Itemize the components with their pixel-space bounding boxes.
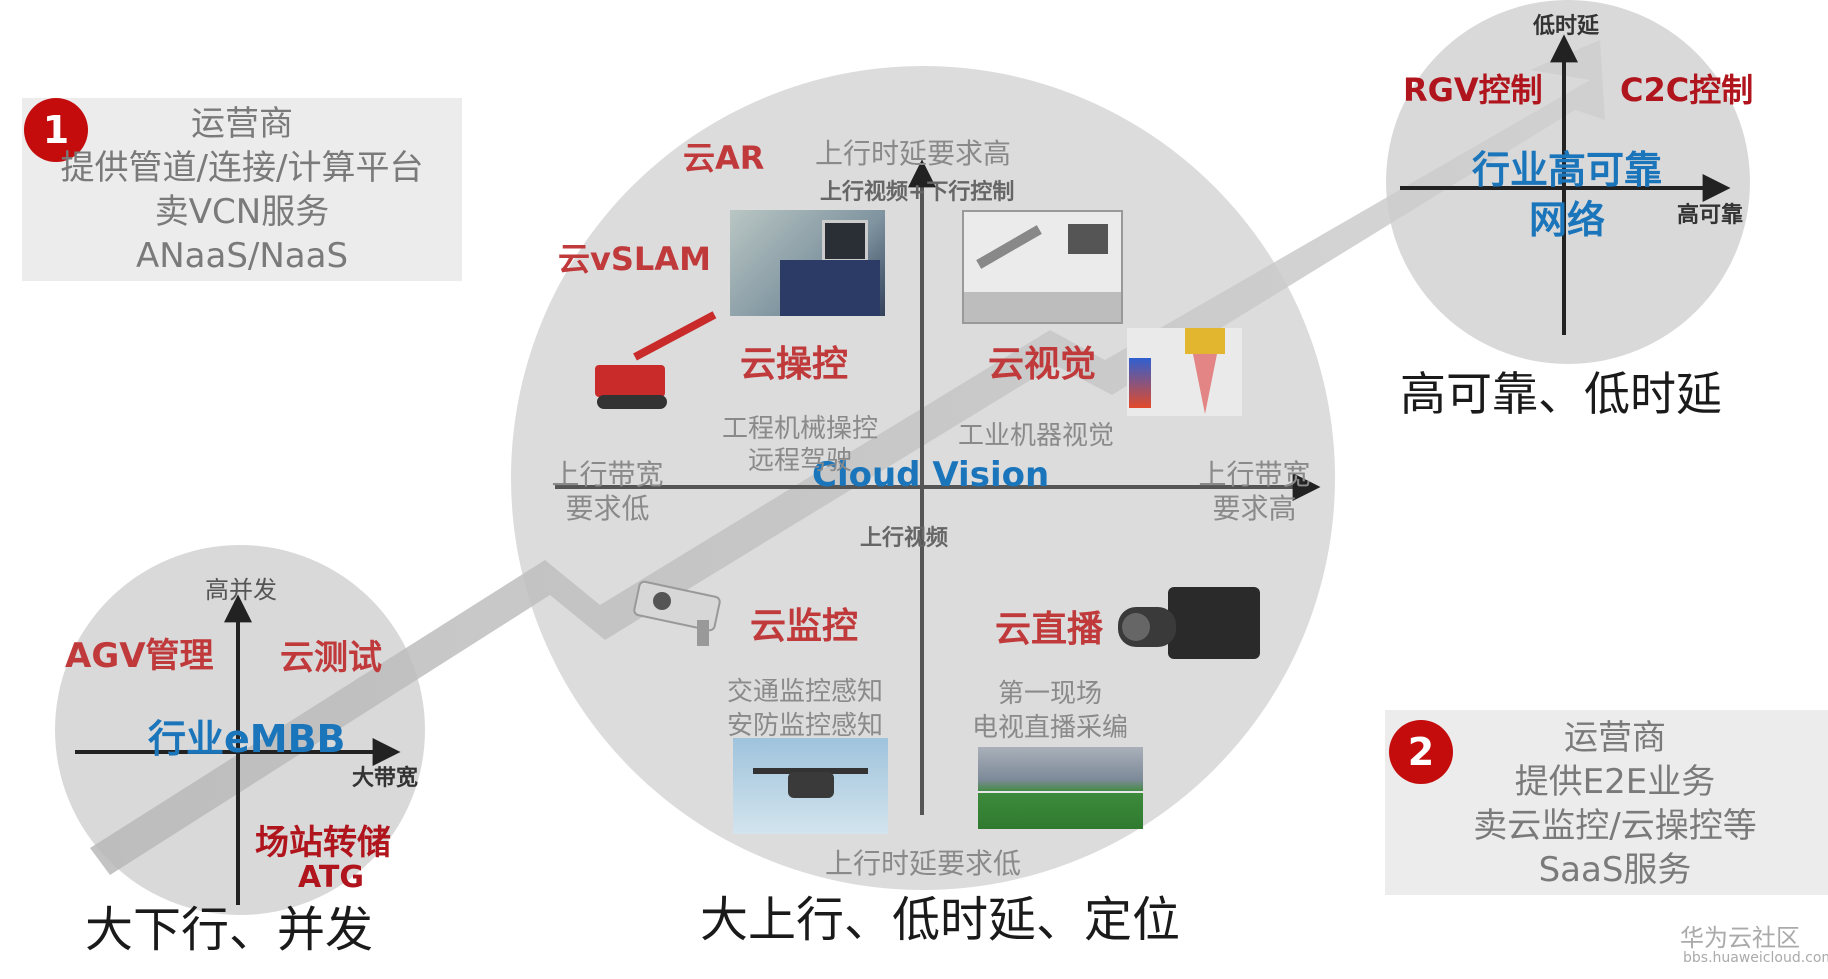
left-center-label: 行业eMBB — [148, 717, 346, 761]
operator-box-1-line-2: 提供管道/连接/计算平台 — [60, 148, 424, 188]
desc-live-line-2: 电视直播采编 — [971, 713, 1128, 743]
desc-control: 工程机械操控 远程驾驶 — [700, 413, 900, 477]
app-cloud-ar: 云AR — [683, 139, 765, 177]
big-below-center: 上行视频 — [860, 526, 949, 551]
surgery-robot-image — [730, 210, 885, 316]
badge-1: 1 — [24, 98, 88, 162]
right-center-label-line-1: 行业高可靠 — [1471, 148, 1662, 192]
right-axis-y-label: 低时延 — [1533, 14, 1600, 39]
big-caption: 大上行、低时延、定位 — [700, 892, 1181, 948]
app-cloud-vision: 云视觉 — [988, 344, 1097, 385]
operator-box-2-line-3: 卖云监控/云操控等 — [1473, 806, 1757, 846]
big-left-label-line-2: 要求低 — [565, 492, 650, 525]
desc-monitor: 交通监控感知 安防监控感知 — [700, 675, 910, 743]
operator-box-1: 1 运营商 提供管道/连接/计算平台 卖VCN服务 ANaaS/NaaS — [22, 98, 462, 281]
machine-vision-image — [1127, 328, 1242, 416]
desc-monitor-line-1: 交通监控感知 — [726, 677, 883, 707]
left-item-atg: ATG — [298, 860, 364, 895]
big-center-label: Cloud Vision — [812, 455, 1050, 495]
operator-box-2-line-4: SaaS服务 — [1538, 850, 1692, 890]
big-bottom-label: 上行时延要求低 — [825, 847, 1022, 880]
film-camera-icon — [1118, 575, 1263, 667]
industrial-robot-image — [962, 210, 1123, 324]
right-axis-x-label: 高可靠 — [1677, 203, 1744, 228]
desc-live: 第一现场 电视直播采编 — [950, 677, 1150, 745]
big-top-label: 上行时延要求高 — [815, 137, 1012, 170]
right-item-c2c: C2C控制 — [1620, 71, 1754, 109]
left-axis-x-label: 大带宽 — [352, 766, 419, 791]
desc-live-line-1: 第一现场 — [997, 679, 1102, 709]
operator-box-1-line-4: ANaaS/NaaS — [135, 236, 349, 276]
big-right-label-line-2: 要求高 — [1212, 492, 1297, 525]
big-right-label: 上行带宽 要求高 — [1197, 458, 1312, 526]
surveillance-camera-icon — [632, 579, 730, 650]
small-circle-right-bg — [1386, 0, 1750, 364]
big-left-label-line-1: 上行带宽 — [551, 458, 664, 491]
right-item-rgv: RGV控制 — [1403, 71, 1543, 109]
stadium-image — [978, 747, 1143, 829]
operator-box-1-text: 运营商 提供管道/连接/计算平台 卖VCN服务 ANaaS/NaaS — [22, 102, 462, 278]
app-cloud-control: 云操控 — [740, 344, 849, 385]
desc-vision: 工业机器视觉 — [958, 421, 1115, 451]
right-center-label-line-2: 网络 — [1528, 198, 1605, 242]
excavator-icon — [595, 311, 720, 410]
big-left-label: 上行带宽 要求低 — [550, 458, 665, 526]
app-cloud-monitor: 云监控 — [750, 606, 859, 647]
app-cloud-live: 云直播 — [995, 609, 1104, 650]
right-caption: 高可靠、低时延 — [1400, 367, 1722, 421]
operator-box-2-text: 运营商 提供E2E业务 卖云监控/云操控等 SaaS服务 — [1405, 716, 1825, 892]
left-caption: 大下行、并发 — [85, 902, 374, 958]
operator-box-2-line-1: 运营商 — [1564, 718, 1666, 758]
operator-box-1-line-3: 卖VCN服务 — [154, 192, 330, 232]
rising-arrow-band — [90, 40, 1605, 875]
app-cloud-vslam: 云vSLAM — [558, 240, 711, 278]
watermark-brand: 华为云社区 — [1680, 924, 1800, 952]
operator-box-1-line-1: 运营商 — [191, 104, 293, 144]
desc-control-line-1: 工程机械操控 — [721, 414, 878, 444]
big-top-sub: 上行视频+下行控制 — [820, 180, 1015, 205]
drone-image — [733, 738, 888, 834]
left-item-cloud-test: 云测试 — [280, 638, 382, 678]
operator-box-2-line-2: 提供E2E业务 — [1514, 762, 1716, 802]
watermark-url: bbs.huaweicloud.com — [1683, 950, 1828, 966]
operator-box-2: 2 运营商 提供E2E业务 卖云监控/云操控等 SaaS服务 — [1385, 710, 1828, 895]
right-center-label: 行业高可靠 网络 — [1447, 145, 1687, 245]
desc-monitor-line-2: 安防监控感知 — [726, 711, 883, 741]
left-item-station: 场站转储 — [255, 823, 391, 863]
badge-2: 2 — [1389, 720, 1453, 784]
left-axis-y-label: 高并发 — [205, 576, 277, 604]
big-right-label-line-1: 上行带宽 — [1198, 458, 1311, 491]
left-item-agv: AGV管理 — [65, 636, 214, 676]
desc-control-line-2: 远程驾驶 — [747, 446, 852, 476]
